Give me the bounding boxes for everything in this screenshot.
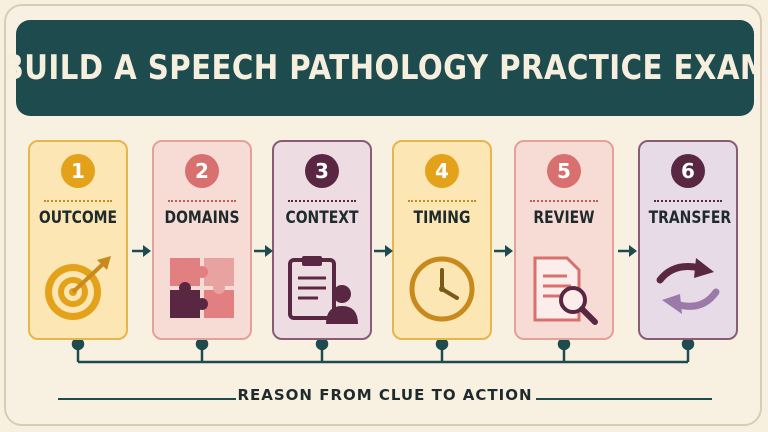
footer-rule-right [536, 398, 712, 400]
infographic-frame: BUILD A SPEECH PATHOLOGY PRACTICE EXAM 1… [4, 4, 762, 426]
dotted-divider [408, 200, 476, 202]
arrow-right-icon [374, 245, 393, 257]
clock-icon [407, 254, 477, 328]
step-label: TRANSFER [648, 208, 732, 228]
step-label: DOMAINS [164, 208, 240, 228]
dotted-divider [288, 200, 356, 202]
step-card-review: 5 REVIEW [514, 140, 614, 340]
step-card-outcome: 1 OUTCOME [28, 140, 128, 340]
arrow-right-icon [494, 245, 513, 257]
step-label: CONTEXT [285, 208, 359, 228]
step-label: TIMING [413, 208, 471, 228]
step-label: REVIEW [533, 208, 595, 228]
dotted-divider [44, 200, 112, 202]
title-banner: BUILD A SPEECH PATHOLOGY PRACTICE EXAM [6, 20, 760, 116]
step-number-badge: 3 [305, 154, 339, 188]
step-number-badge: 6 [671, 154, 705, 188]
step-number-badge: 4 [425, 154, 459, 188]
step-number-badge: 5 [547, 154, 581, 188]
arrow-right-icon [132, 245, 151, 257]
step-card-transfer: 6 TRANSFER [638, 140, 738, 340]
dotted-divider [530, 200, 598, 202]
step-card-context: 3 CONTEXT [272, 140, 372, 340]
document-search-icon [527, 254, 601, 330]
step-card-timing: 4 TIMING [392, 140, 492, 340]
arrow-right-icon [254, 245, 273, 257]
arrow-right-icon [618, 245, 637, 257]
clipboard-person-icon [284, 254, 360, 330]
dotted-divider [168, 200, 236, 202]
step-label: OUTCOME [38, 208, 118, 228]
footer-caption: REASON FROM CLUE TO ACTION [237, 386, 533, 404]
step-number-badge: 1 [61, 154, 95, 188]
target-icon [41, 254, 115, 328]
step-number-badge: 2 [185, 154, 219, 188]
step-card-domains: 2 DOMAINS [152, 140, 252, 340]
footer-rule-left [58, 398, 236, 400]
cycle-arrows-icon [650, 254, 726, 322]
puzzle-icon [166, 254, 238, 326]
dotted-divider [654, 200, 722, 202]
page-title: BUILD A SPEECH PATHOLOGY PRACTICE EXAM [4, 48, 762, 88]
